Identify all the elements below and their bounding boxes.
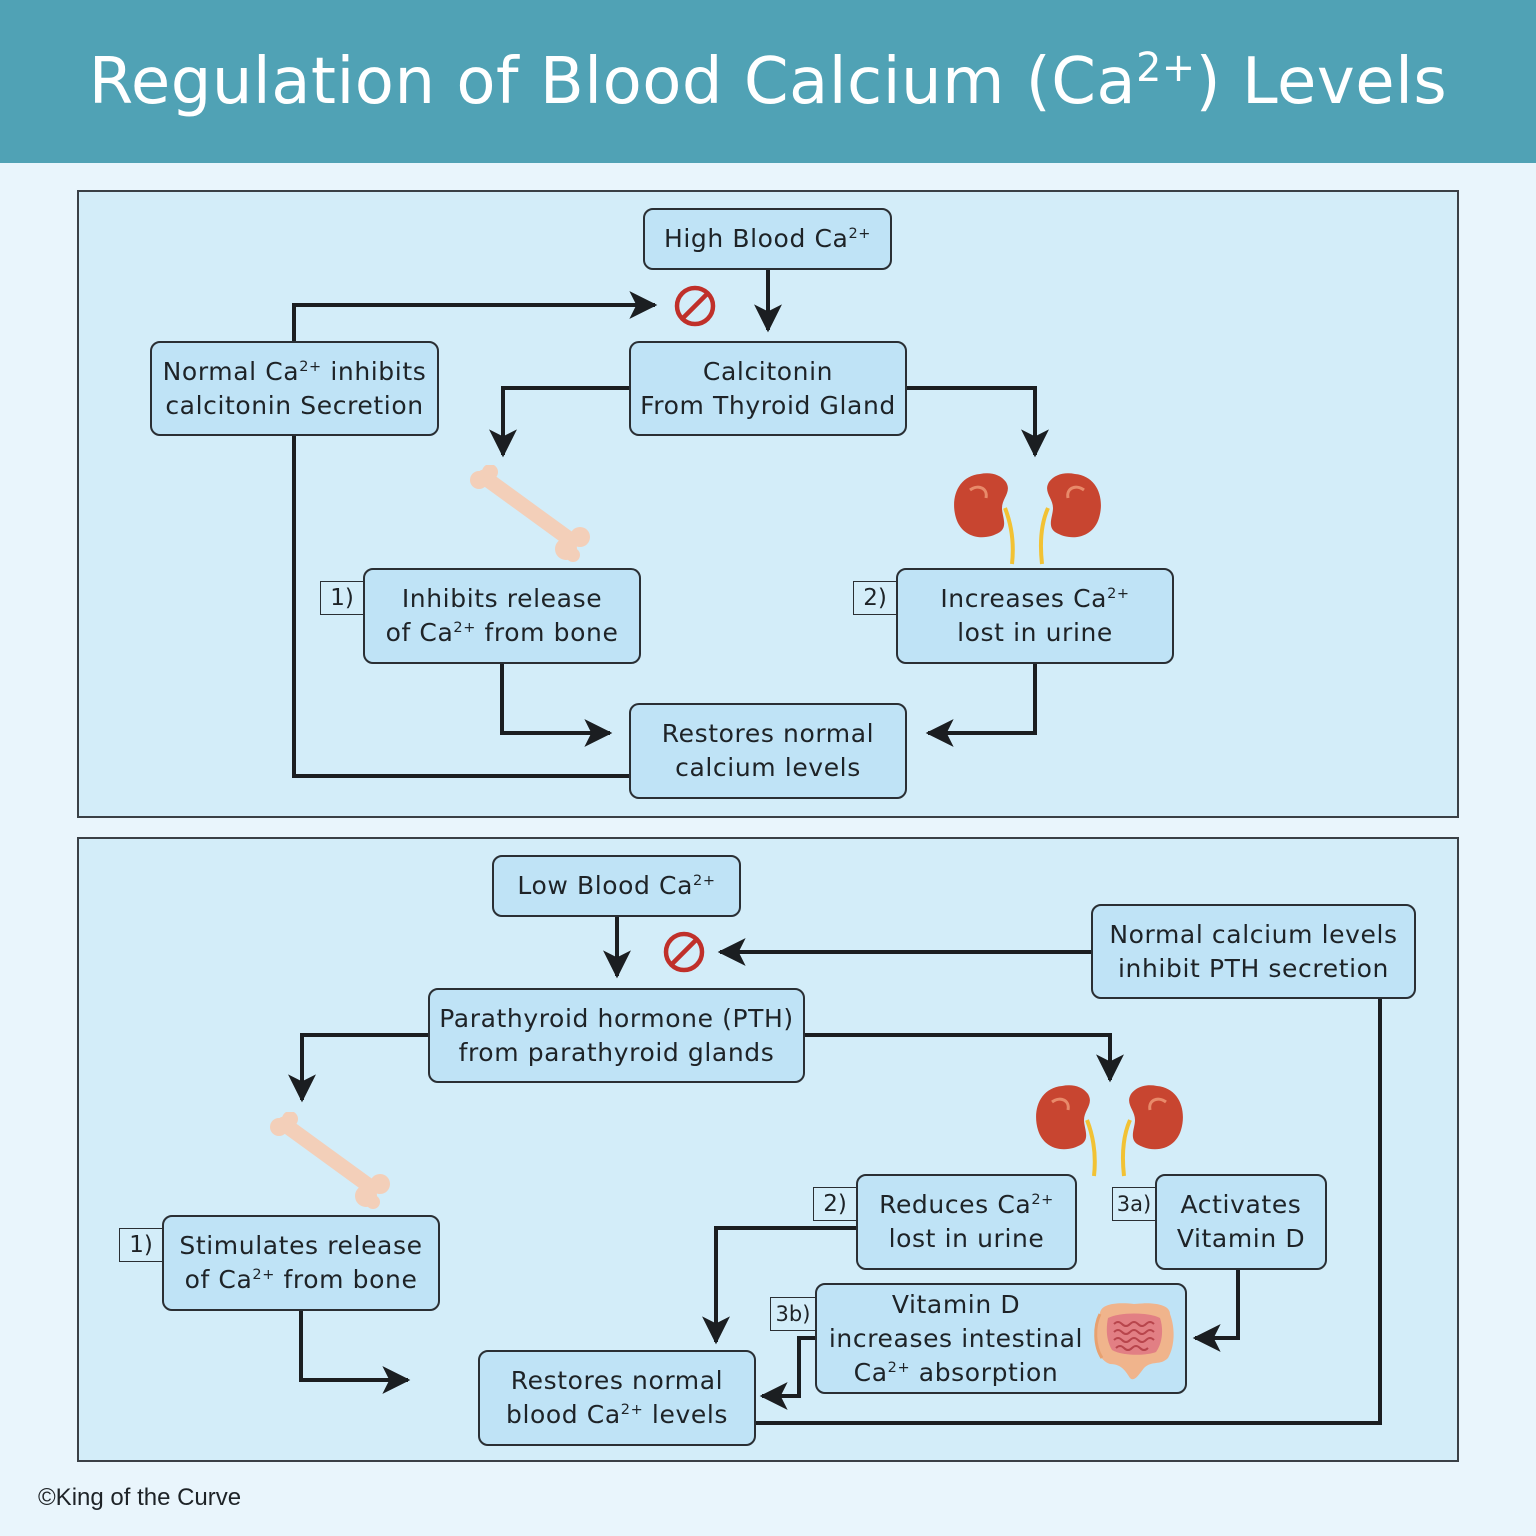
- arrow-calcitonin-to-bone: [489, 386, 630, 458]
- bone-icon: [470, 465, 590, 562]
- inhibit-icon: [674, 285, 716, 327]
- inhibits-release-box: Inhibits release of Ca2+ from bone: [363, 568, 641, 664]
- copyright-text: ©King of the Curve: [38, 1484, 242, 1511]
- pth-feedback-box: Normal calcium levels inhibit PTH secret…: [1091, 904, 1416, 999]
- restores-normal-box: Restores normal calcium levels: [629, 703, 907, 799]
- calcitonin-feedback-box: Normal Ca2+ inhibits calcitonin Secretio…: [150, 341, 439, 436]
- increases-urine-loss-box: Increases Ca2+ lost in urine: [896, 568, 1174, 664]
- stimulates-release-box: Stimulates release of Ca2+ from bone: [162, 1215, 440, 1311]
- arrow-step1-to-restore-bottom: [299, 1310, 411, 1394]
- step-tag: 1): [119, 1228, 163, 1262]
- feedback-loop-top: [292, 291, 658, 778]
- arrow-pth-to-kidney: [804, 1033, 1124, 1083]
- step-tag: 2): [853, 581, 897, 615]
- low-blood-calcium-box: Low Blood Ca2+: [492, 855, 741, 917]
- restores-normal-blood-box: Restores normal blood Ca2+ levels: [478, 1350, 756, 1446]
- arrow-calcitonin-to-kidney: [906, 386, 1049, 458]
- kidneys-icon: [1036, 1085, 1183, 1177]
- step-tag: 3b): [770, 1297, 816, 1331]
- step-tag: 1): [320, 581, 364, 615]
- high-blood-calcium-box: High Blood Ca2+: [643, 208, 892, 270]
- kidneys-icon: [954, 473, 1101, 565]
- step-tag: 3a): [1112, 1187, 1156, 1221]
- arrow-pth-to-bone: [288, 1033, 429, 1103]
- inhibit-icon: [663, 931, 705, 973]
- feedback-loop-bottom: [720, 952, 1382, 1425]
- arrow-step3a-to-step3b: [1192, 1269, 1240, 1352]
- arrow-step2-to-restore-bottom: [702, 1226, 857, 1345]
- bone-icon: [270, 1112, 390, 1209]
- calcitonin-box: Calcitonin From Thyroid Gland: [629, 341, 907, 436]
- reduces-urine-loss-box: Reduces Ca2+ lost in urine: [856, 1174, 1077, 1270]
- pth-box: Parathyroid hormone (PTH) from parathyro…: [428, 988, 805, 1083]
- arrow-step2-to-restore: [925, 663, 1037, 747]
- page-title: Regulation of Blood Calcium (Ca2+) Level…: [88, 44, 1448, 119]
- title-banner: Regulation of Blood Calcium (Ca2+) Level…: [0, 0, 1536, 163]
- activates-vitamin-d-box: Activates Vitamin D: [1155, 1174, 1327, 1270]
- intestine-icon: [1094, 1303, 1174, 1380]
- arrow-step3b-to-restore: [759, 1336, 815, 1410]
- arrow-step1-to-restore: [500, 663, 613, 747]
- step-tag: 2): [813, 1187, 857, 1221]
